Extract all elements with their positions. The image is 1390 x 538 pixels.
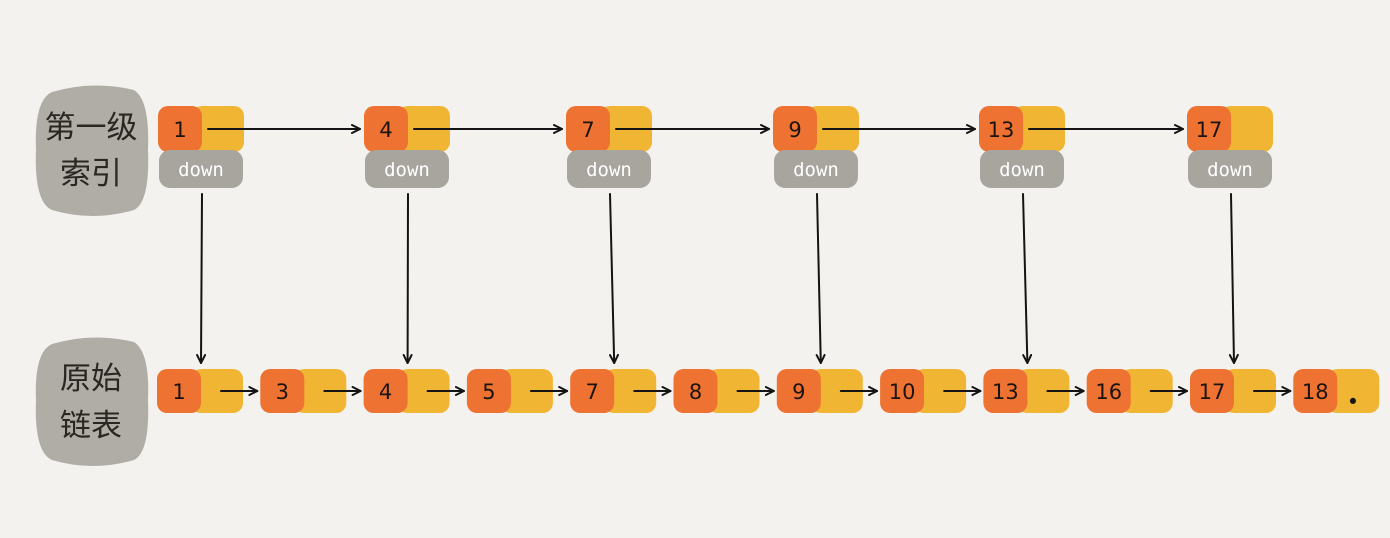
base-2-key-label: 4 xyxy=(379,380,392,404)
base-10-next-pointer-cell xyxy=(1224,369,1276,413)
base-7-next-pointer-cell xyxy=(914,369,967,413)
base-0-next-pointer-cell xyxy=(191,369,243,413)
index-3-down-label: down xyxy=(793,159,839,181)
index-5-node: 17 down xyxy=(1187,106,1273,188)
index-5-down-label: down xyxy=(1207,159,1253,181)
base-9-next-pointer-cell xyxy=(1120,369,1173,413)
original-label-blob xyxy=(35,337,149,466)
base-7-key-cell xyxy=(880,369,925,413)
down-arrow-0 xyxy=(196,193,207,364)
index-1-down-cell xyxy=(365,150,449,188)
index-4-down-cell xyxy=(980,150,1064,188)
index-5-next-pointer-cell xyxy=(1221,106,1273,152)
base-3-node: 5 xyxy=(466,369,553,413)
index-0-node: 1 down xyxy=(158,106,244,188)
base-8-key-label: 13 xyxy=(992,380,1019,404)
base-1-key-cell xyxy=(260,369,305,413)
index-1-node: 4 down xyxy=(364,106,450,188)
index-4-down-label: down xyxy=(999,159,1045,181)
index-0-key-label: 1 xyxy=(173,118,186,142)
base-1-next-pointer-cell xyxy=(294,369,347,413)
base-2-next-pointer-cell xyxy=(397,369,450,413)
down-arrow-4 xyxy=(1022,193,1033,364)
base-4-node: 7 xyxy=(570,369,657,413)
base-4-key-cell xyxy=(570,369,615,413)
base-5-node: 8 xyxy=(673,369,760,413)
index-2-down-cell xyxy=(567,150,651,188)
base-5-key-label: 8 xyxy=(689,380,702,404)
base-3-key-label: 5 xyxy=(482,380,495,404)
base-0-key-label: 1 xyxy=(172,380,185,404)
list-tail-marker: • xyxy=(1347,390,1359,414)
original-label-line-1: 原始 xyxy=(60,361,122,397)
original-list-label: 原始 链表 xyxy=(35,337,149,466)
down-arrow-5 xyxy=(1228,193,1239,364)
down-pointer-arrows xyxy=(196,193,1239,364)
index-5-key-cell xyxy=(1187,106,1231,152)
index-3-key-cell xyxy=(773,106,817,152)
index-label-blob xyxy=(35,85,149,216)
index-1-down-label: down xyxy=(384,159,430,181)
base-3-next-pointer-cell xyxy=(500,369,553,413)
base-11-key-label: 18 xyxy=(1302,380,1329,404)
base-1-node: 3 xyxy=(260,369,347,413)
base-1-key-label: 3 xyxy=(276,380,289,404)
index-4-key-cell xyxy=(979,106,1023,152)
index-0-key-cell xyxy=(158,106,202,152)
index-3-node: 9 down xyxy=(773,106,859,188)
index-0-down-cell xyxy=(159,150,243,188)
base-6-key-cell xyxy=(776,369,821,413)
base-10-key-cell xyxy=(1190,369,1234,413)
base-2-node: 4 xyxy=(363,369,450,413)
index-2-node: 7 down xyxy=(566,106,652,188)
index-2-key-label: 7 xyxy=(581,118,594,142)
index-level-row: 1 down 4 down 7 down 9 down 13 down 17 down xyxy=(158,106,1273,188)
base-11-next-pointer-cell xyxy=(1327,369,1380,413)
base-0-key-cell xyxy=(157,369,201,413)
base-7-node: 10 xyxy=(880,369,967,413)
index-1-key-cell xyxy=(364,106,408,152)
index-level-label: 第一级 索引 xyxy=(35,85,149,216)
original-label-line-2: 链表 xyxy=(60,408,122,444)
down-arrow-2 xyxy=(609,193,620,364)
base-8-node: 13 xyxy=(983,369,1070,413)
base-8-next-pointer-cell xyxy=(1017,369,1070,413)
index-5-down-cell xyxy=(1188,150,1272,188)
base-2-key-cell xyxy=(363,369,408,413)
base-9-node: 16 xyxy=(1086,369,1173,413)
base-6-next-pointer-cell xyxy=(810,369,863,413)
index-5-key-label: 17 xyxy=(1196,118,1223,142)
base-6-node: 9 xyxy=(776,369,863,413)
base-0-node: 1 xyxy=(157,369,243,413)
base-6-key-label: 9 xyxy=(792,380,805,404)
base-4-next-pointer-cell xyxy=(604,369,657,413)
index-4-key-label: 13 xyxy=(988,118,1015,142)
base-7-key-label: 10 xyxy=(889,380,916,404)
index-label-line-2: 索引 xyxy=(60,156,122,192)
base-9-key-cell xyxy=(1086,369,1131,413)
index-label-line-1: 第一级 xyxy=(45,110,138,146)
base-11-node: 18 xyxy=(1293,369,1380,413)
base-4-key-label: 7 xyxy=(586,380,599,404)
base-5-next-pointer-cell xyxy=(707,369,760,413)
base-10-key-label: 17 xyxy=(1199,380,1226,404)
index-2-down-label: down xyxy=(586,159,632,181)
base-5-key-cell xyxy=(673,369,718,413)
index-0-down-label: down xyxy=(178,159,224,181)
index-1-key-label: 4 xyxy=(379,118,392,142)
down-arrow-3 xyxy=(815,193,826,364)
index-3-key-label: 9 xyxy=(788,118,801,142)
base-10-node: 17 xyxy=(1190,369,1276,413)
index-4-node: 13 down xyxy=(979,106,1065,188)
index-3-down-cell xyxy=(774,150,858,188)
base-9-key-label: 16 xyxy=(1095,380,1122,404)
base-8-key-cell xyxy=(983,369,1028,413)
base-3-key-cell xyxy=(466,369,511,413)
base-11-key-cell xyxy=(1293,369,1338,413)
index-2-key-cell xyxy=(566,106,610,152)
